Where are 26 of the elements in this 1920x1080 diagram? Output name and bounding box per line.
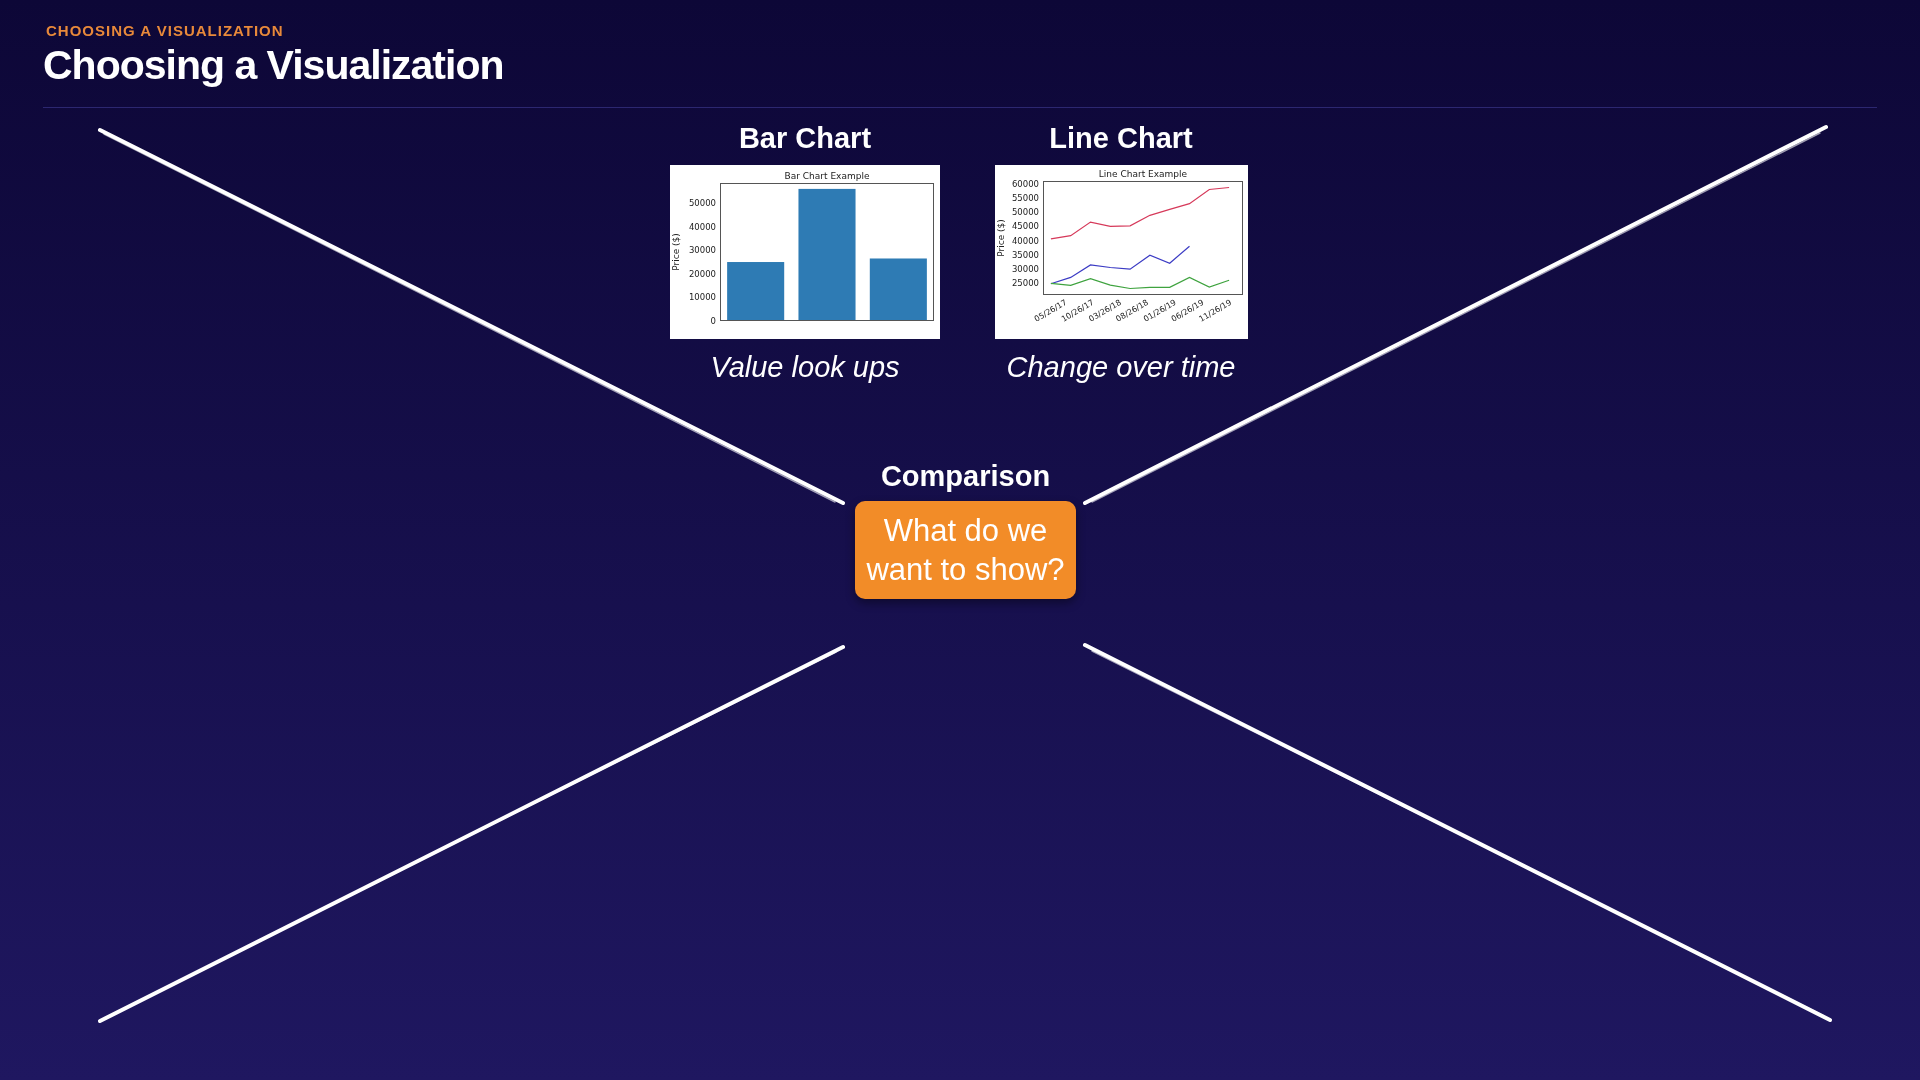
axis-title: Price ($) [671,233,681,271]
tick-label: 10000 [688,292,716,303]
tick-label: 20000 [688,268,716,279]
tick-label: 25000 [1011,278,1039,289]
tick-label: 45000 [1011,221,1039,232]
tick-label: 50000 [1011,207,1039,218]
chart-title: Bar Chart Example [784,171,870,181]
question-box: What do we want to show? [855,501,1076,599]
tick-label: 40000 [1011,235,1039,246]
slide-title: Choosing a Visualization [43,42,504,89]
tick-label: 30000 [688,245,716,256]
tick-label: 0 [710,316,716,326]
tick-label: 30000 [1011,263,1039,274]
heading: Bar Chart [738,122,872,155]
heading: Comparison [880,460,1051,493]
section-label: CHOOSING A VISUALIZATION [46,22,284,39]
description-text: Value look ups [710,351,900,384]
tick-label: 35000 [1011,249,1039,260]
tick-label: 60000 [1011,178,1039,189]
tick-label: 50000 [688,198,716,209]
axis-title: Price ($) [995,219,1006,257]
heading: Line Chart [1049,122,1193,155]
description-text: Change over time [1006,351,1236,384]
tick-label: 40000 [688,221,716,232]
chart-title: Line Chart Example [1098,169,1187,179]
tick-label: 55000 [1011,193,1039,203]
